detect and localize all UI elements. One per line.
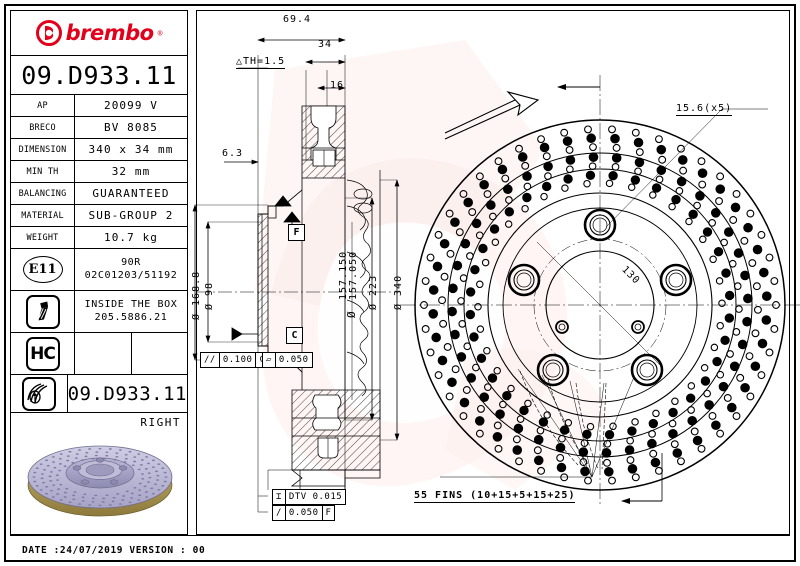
fcf-parallelism: // 0.100 C [200,352,270,368]
fcf-flatness-symbol: ▱ [263,353,276,367]
fcf-flatness: ▱ 0.050 [262,352,313,368]
dia-symbol-157: Ø [345,310,358,318]
table-row-dimension: DIMENSION 340 x 34 mm [11,139,187,161]
dim-dia-98: Ø 98 [204,281,215,310]
brembo-logo: brembo ® [11,11,187,56]
row-value: 10.7 kg [103,231,159,244]
disc-badge [11,375,68,412]
dim-tol-157-lower: 157.050 [348,250,359,300]
datum-c: C [286,327,303,344]
table-row-material: MATERIAL SUB-GROUP 2 [11,205,187,227]
dim-offset: 6.3 [222,148,244,159]
fcf-parallelism-symbol: // [201,353,220,367]
row-value: GUARANTEED [92,187,170,200]
row-value: SUB-GROUP 2 [88,209,174,222]
fcf-runout-tol: 0.050 [286,506,323,520]
table-row-min-th: MIN TH 32 mm [11,161,187,183]
row-label: BALANCING [11,183,75,204]
accessory-value: INSIDE THE BOX 205.5886.21 [75,291,187,332]
hc-empty-right [132,333,188,374]
table-row-ap: AP 20099 V [11,95,187,117]
brake-disc-icon [21,376,56,411]
row-value: 32 mm [111,165,151,178]
datum-f: F [288,224,305,241]
dim-overall-width: 69.4 [283,14,312,25]
brembo-mark-icon [35,20,62,46]
dim-delta-th: △TH=1.5 [236,56,286,69]
e11-label: E11 [22,256,63,283]
part-code-row: 09.D933.11 [11,56,187,95]
dim-dia-340: Ø 340 [393,274,404,310]
accessory-line2: 205.5886.21 [94,311,168,323]
accessory-line1: INSIDE THE BOX [84,299,178,310]
hc-badge: HC [11,333,75,374]
dim-dia-223: Ø 223 [368,274,379,310]
hc-label: HC [30,343,56,364]
dim-hat-width: 34 [318,39,333,50]
table-row-disc-code: 09.D933.11 [11,375,187,413]
row-label: MIN TH [11,161,75,182]
fcf-dtv: ⌶ DTV 0.015 [272,489,347,505]
row-label: MATERIAL [11,205,75,226]
table-row-balancing: BALANCING GUARANTEED [11,183,187,205]
table-row-homologation: E11 90R 02C01203/51192 [11,249,187,291]
fcf-runout-datum: F [325,508,332,518]
homologation-line2: 02C01203/51192 [84,269,178,281]
homologation-line1: 90R [121,257,141,268]
fcf-dtv-symbol: ⌶ [273,490,286,504]
footer-divider [10,535,790,536]
e11-badge: E11 [11,249,75,290]
registered-mark: ® [157,28,163,38]
row-label: DIMENSION [11,139,75,160]
fcf-flatness-tol: 0.050 [278,355,309,365]
row-label: BRECO [11,117,75,138]
table-row-accessory: INSIDE THE BOX 205.5886.21 [11,291,187,333]
dim-inner-width: 16 [330,80,345,91]
brembo-wordmark: brembo [65,21,154,45]
disc-code-value: 09.D933.11 [67,382,187,405]
table-row-weight: WEIGHT 10.7 kg [11,227,187,249]
fcf-dtv-tol: DTV 0.015 [288,492,343,502]
row-label: AP [11,95,75,116]
product-photo-panel: RIGHT [11,413,187,523]
fcf-runout: / 0.050 F [272,505,336,521]
fcf-parallelism-tol: 0.100 [220,353,257,367]
hc-icon: HC [25,336,60,371]
spec-table: brembo ® 09.D933.11 AP 20099 V BRECO BV … [10,10,188,535]
table-row-breco: BRECO BV 8085 [11,117,187,139]
sheet-border [4,4,796,562]
drawing-panel-border [196,10,790,535]
footer-date: DATE :24/07/2019 VERSION : 00 [22,545,206,556]
brake-disc-photo [27,445,173,517]
hole-callout: 15.6(x5) [676,103,733,116]
fcf-runout-symbol: / [273,506,286,520]
homologation-value: 90R 02C01203/51192 [75,249,187,290]
row-value: 340 x 34 mm [88,143,174,156]
fins-note: 55 FINS (10+15+5+15+25) [414,490,576,503]
side-label: RIGHT [140,416,181,429]
part-code: 09.D933.11 [21,60,177,90]
hc-empty-cells [75,333,187,374]
dim-dia-168: Ø 168.8 [191,270,202,320]
screw-icon [25,294,60,329]
row-label: WEIGHT [11,227,75,248]
screw-badge [11,291,75,332]
row-value: BV 8085 [103,121,159,134]
hc-empty-left [75,333,132,374]
table-row-hc: HC [11,333,187,375]
row-value: 20099 V [103,99,159,112]
